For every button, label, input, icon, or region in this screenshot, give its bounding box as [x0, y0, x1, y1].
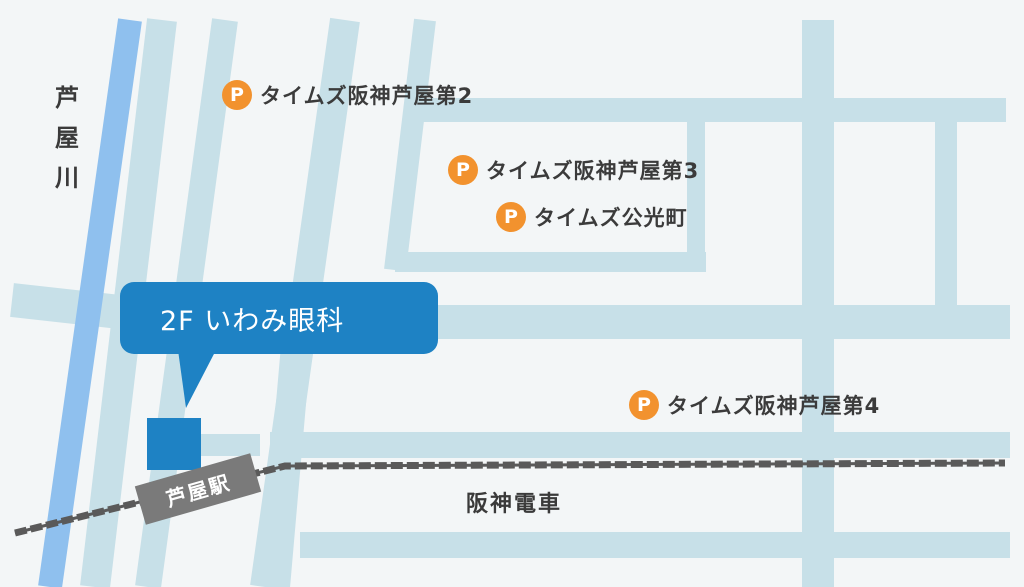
parking-icon: P	[448, 155, 478, 185]
river-label-char: 芦	[55, 84, 79, 112]
parking-name: タイムズ阪神芦屋第3	[486, 159, 700, 183]
clinic-building	[147, 418, 201, 470]
road-network	[10, 17, 1010, 587]
parking-name: タイムズ阪神芦屋第2	[260, 84, 474, 108]
railway-label: 阪神電車	[466, 492, 563, 517]
road	[384, 18, 436, 272]
parking-icon: P	[222, 80, 252, 110]
parking-icon: P	[496, 202, 526, 232]
river-label-char: 屋	[55, 124, 79, 152]
parking-times-hanshin-ashiya-4[interactable]: P タイムズ阪神芦屋第4	[629, 390, 880, 420]
parking-name: タイムズ公光町	[534, 206, 688, 230]
clinic-callout[interactable]: 2F いわみ眼科	[120, 282, 438, 354]
callout-pointer	[178, 350, 216, 408]
river-label-char: 川	[55, 164, 79, 192]
parking-times-koukoucho[interactable]: P タイムズ公光町	[496, 202, 688, 232]
parking-icon: P	[629, 390, 659, 420]
parking-name: タイムズ阪神芦屋第4	[667, 394, 881, 418]
parking-times-hanshin-ashiya-3[interactable]: P タイムズ阪神芦屋第3	[448, 155, 699, 185]
parking-times-hanshin-ashiya-2[interactable]: P タイムズ阪神芦屋第2	[222, 80, 473, 110]
railway-line	[14, 459, 1006, 537]
ashiya-river	[38, 18, 142, 587]
river-label: 芦 屋 川	[52, 78, 82, 198]
